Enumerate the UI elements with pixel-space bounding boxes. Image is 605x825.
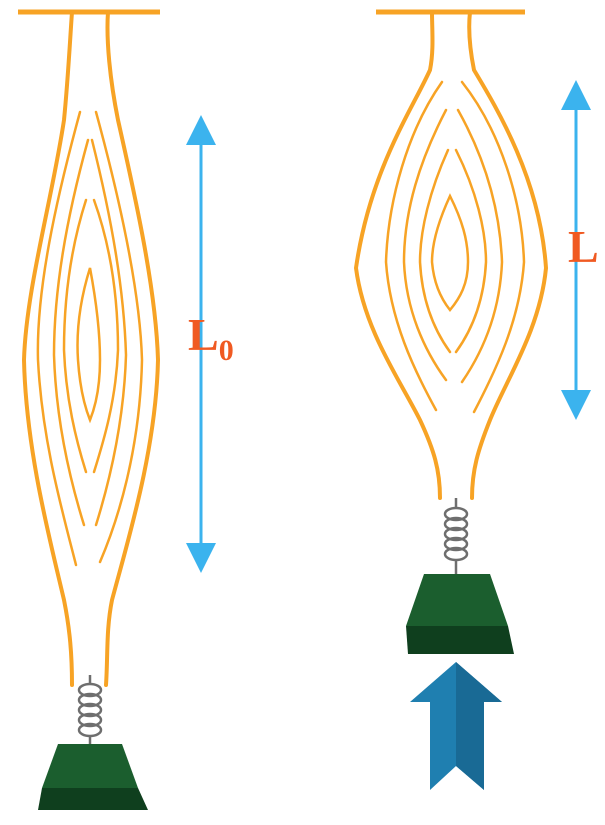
relaxed-length-label: L0 [188, 309, 234, 367]
contracted-spring [443, 498, 469, 574]
contracted-weight [406, 574, 514, 654]
contracted-muscle-figure: L [353, 9, 599, 790]
relaxed-spring [77, 675, 103, 745]
relaxed-muscle-figure: L0 [18, 9, 234, 810]
upward-push-arrow [410, 662, 502, 790]
relaxed-weight [38, 744, 148, 810]
contracted-length-label: L [568, 221, 599, 272]
relaxed-muscle-outline [21, 10, 161, 687]
contracted-muscle-fibers [384, 80, 526, 414]
relaxed-muscle-fibers [36, 110, 144, 567]
contracted-muscle-outline [353, 10, 549, 500]
